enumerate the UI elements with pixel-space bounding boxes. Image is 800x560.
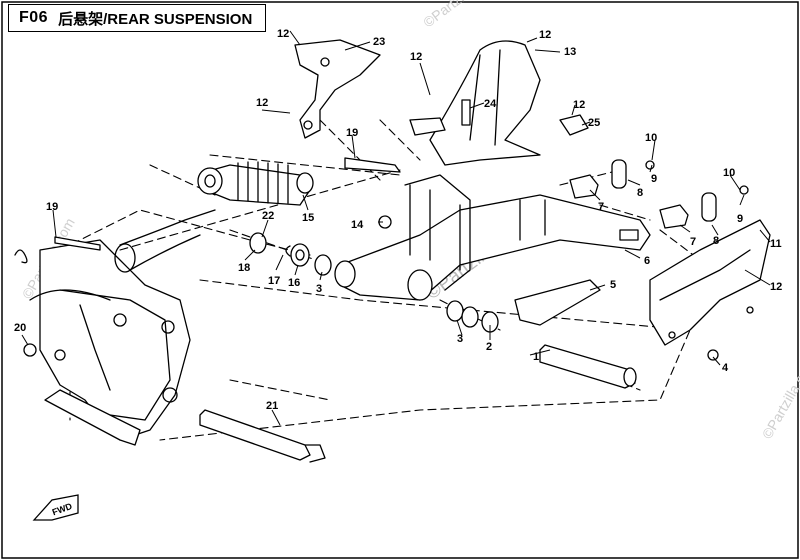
callout-24: 24 — [484, 98, 497, 110]
callout-9a: 9 — [651, 173, 657, 185]
bearings-spacers — [249, 232, 499, 333]
callout-4: 4 — [722, 362, 729, 374]
callout-2: 2 — [486, 341, 492, 353]
mount-crossbar — [44, 389, 141, 446]
callout-1: 1 — [533, 351, 539, 363]
callout-16: 16 — [288, 277, 300, 289]
callout-12a: 12 — [277, 28, 289, 40]
callout-9b: 9 — [737, 213, 743, 225]
rear-mudguard — [409, 40, 541, 166]
callout-13: 13 — [564, 46, 576, 58]
callout-7b: 7 — [690, 236, 696, 248]
bolt-19-upper — [344, 157, 401, 173]
sleeve-1 — [539, 344, 637, 389]
callout-21: 21 — [266, 400, 278, 412]
title-box: F06 后悬架/REAR SUSPENSION — [8, 4, 266, 32]
callout-7a: 7 — [598, 201, 604, 213]
clip-bracket-25 — [559, 114, 589, 136]
diagram-title: 后悬架/REAR SUSPENSION — [58, 10, 253, 28]
watermark-top-right: ©Partzilla.com — [420, 0, 502, 30]
callout-3b: 3 — [316, 283, 322, 295]
callout-19a: 19 — [346, 127, 358, 139]
callout-12b: 12 — [256, 97, 268, 109]
callout-6: 6 — [644, 255, 650, 267]
callout-14: 14 — [351, 219, 364, 231]
callout-3a: 3 — [457, 333, 463, 345]
callout-12f: 12 — [770, 281, 782, 293]
callout-20: 20 — [14, 322, 26, 334]
pivot-shaft-21 — [199, 409, 326, 463]
frame-mount-plate — [39, 239, 191, 441]
watermark-bottom-right: ©Partzilla.com — [759, 355, 800, 441]
frame-tubes — [14, 209, 216, 301]
callout-19b: 19 — [46, 201, 58, 213]
callout-11: 11 — [770, 238, 782, 250]
callout-12d: 12 — [539, 29, 551, 41]
rear-shock-absorber — [197, 161, 314, 206]
chain-guard — [649, 219, 771, 346]
callout-12c: 12 — [410, 51, 422, 63]
chain-adjusters — [569, 159, 717, 229]
chain-slider — [514, 279, 601, 326]
callout-12e: 12 — [573, 99, 585, 111]
callout-23: 23 — [373, 36, 385, 48]
callout-5: 5 — [610, 279, 616, 291]
callout-8b: 8 — [713, 235, 719, 247]
callout-25: 25 — [588, 117, 600, 129]
clip-24 — [461, 99, 471, 126]
callout-8a: 8 — [637, 187, 643, 199]
upper-bracket — [294, 39, 381, 139]
swing-arm — [334, 174, 651, 301]
fwd-arrow-icon: FWD — [32, 494, 79, 521]
callout-18: 18 — [238, 262, 250, 274]
leader-lines — [21, 30, 771, 426]
nuts — [23, 160, 749, 361]
callout-22: 22 — [262, 210, 274, 222]
callout-17: 17 — [268, 275, 280, 287]
bolt-19-left — [54, 236, 101, 251]
callout-numbers: 1 2 3 3 4 5 6 7 7 8 8 9 9 10 10 11 12 12… — [14, 28, 782, 412]
callout-10b: 10 — [723, 167, 735, 179]
callout-10a: 10 — [645, 132, 657, 144]
callout-15: 15 — [302, 212, 314, 224]
diagram-code: F06 — [19, 9, 49, 26]
